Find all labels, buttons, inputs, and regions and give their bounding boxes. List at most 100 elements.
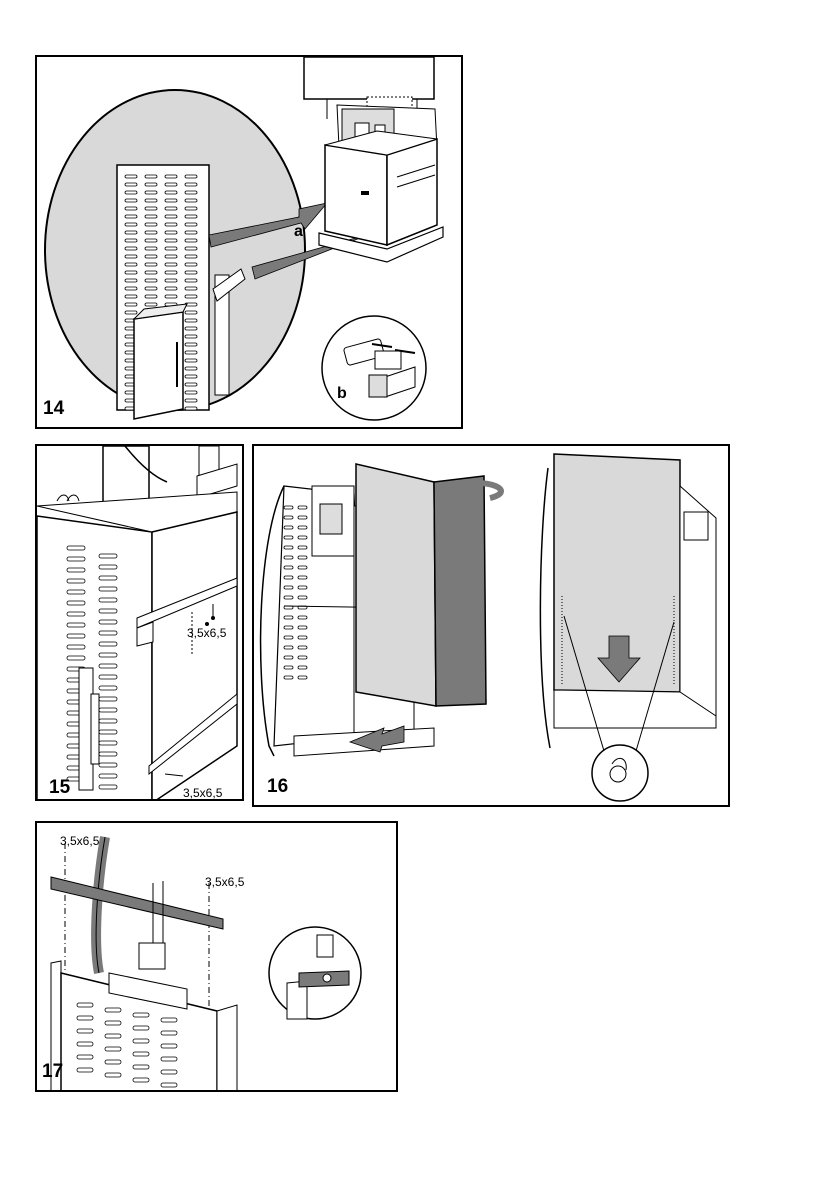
ventilation-slot [185,231,197,234]
ventilation-slot [185,263,197,266]
ventilation-slot [125,207,137,210]
ventilation-slot [99,598,117,602]
ventilation-slot [165,223,177,226]
screw-spec-left: 3,5x6,5 [60,834,99,848]
ventilation-slot [284,536,293,539]
ventilation-slot [133,1065,149,1069]
ventilation-slot [185,271,197,274]
ventilation-slot [298,506,307,509]
ventilation-slot [165,175,177,178]
ventilation-slot [298,596,307,599]
ventilation-slot [284,576,293,579]
ventilation-slot [145,271,157,274]
ventilation-slot [99,785,117,789]
ventilation-slot [185,239,197,242]
ventilation-slot [67,656,85,660]
ventilation-slot [165,247,177,250]
ventilation-slot [99,576,117,580]
ventilation-slot [99,609,117,613]
ventilation-slot [125,287,137,290]
figure-14-illustration [37,57,463,429]
ventilation-slot [185,391,197,394]
ventilation-slot [125,199,137,202]
figure-number-16: 16 [267,776,288,798]
ventilation-slot [125,231,137,234]
ventilation-slot [165,287,177,290]
ventilation-slot [105,1073,121,1077]
ventilation-slot [185,295,197,298]
ventilation-slot [284,586,293,589]
ventilation-slot [105,1008,121,1012]
ventilation-slot [165,215,177,218]
housing-front [325,145,387,245]
ventilation-slot [185,383,197,386]
ventilation-slot [67,623,85,627]
ventilation-slot [67,601,85,605]
hood-top [304,57,434,99]
ventilation-slot [165,183,177,186]
ventilation-slot [145,303,157,306]
ventilation-slot [77,1042,93,1046]
ventilation-slot [165,271,177,274]
ventilation-slot [298,566,307,569]
ventilation-slot [99,697,117,701]
ventilation-slot [67,568,85,572]
ventilation-slot [165,231,177,234]
ventilation-slot [185,351,197,354]
ventilation-slot [165,199,177,202]
ventilation-slot [185,255,197,258]
ventilation-slot [298,656,307,659]
ventilation-slot [284,666,293,669]
mounting-strap [51,877,223,929]
ventilation-slot [133,1078,149,1082]
ventilation-slot [185,343,197,346]
ventilation-slot [298,666,307,669]
ventilation-slot [185,175,197,178]
ventilation-slot [298,536,307,539]
cover-block [134,312,183,419]
ventilation-slot [185,215,197,218]
ventilation-slot [99,741,117,745]
ventilation-slot [145,263,157,266]
ventilation-slot [125,191,137,194]
ventilation-slot [125,279,137,282]
ventilation-slot [67,590,85,594]
screw-spec-right: 3,5x6,5 [205,875,244,889]
ventilation-slot [99,565,117,569]
ventilation-slot [77,1016,93,1020]
ventilation-slot [77,1055,93,1059]
ventilation-slot [145,215,157,218]
ventilation-slot [125,295,137,298]
ventilation-slot [125,271,137,274]
screw-spec-upper: 3,5x6,5 [187,626,226,640]
ventilation-slot [105,1021,121,1025]
ventilation-slot [125,255,137,258]
ventilation-slot [298,516,307,519]
ventilation-slot [67,579,85,583]
ventilation-slot [284,676,293,679]
ventilation-slot [67,645,85,649]
ventilation-slot [77,1029,93,1033]
ventilation-slot [99,719,117,723]
ventilation-slot [298,546,307,549]
ventilation-slot [161,1083,177,1087]
ventilation-slot [185,279,197,282]
ventilation-slot [161,1031,177,1035]
ventilation-slot [185,247,197,250]
ventilation-slot [298,626,307,629]
ventilation-slot [145,279,157,282]
ventilation-slot [185,359,197,362]
figure-number-14: 14 [43,398,64,420]
ventilation-slot [125,263,137,266]
ventilation-slot [165,255,177,258]
ventilation-slot [145,183,157,186]
screw-spec-lower: 3,5x6,5 [183,786,222,800]
ventilation-slot [99,730,117,734]
ventilation-slot [133,1052,149,1056]
ventilation-slot [298,586,307,589]
ventilation-slot [145,255,157,258]
ventilation-slot [145,199,157,202]
ventilation-slot [77,1068,93,1072]
ventilation-slot [99,752,117,756]
ventilation-slot [298,556,307,559]
